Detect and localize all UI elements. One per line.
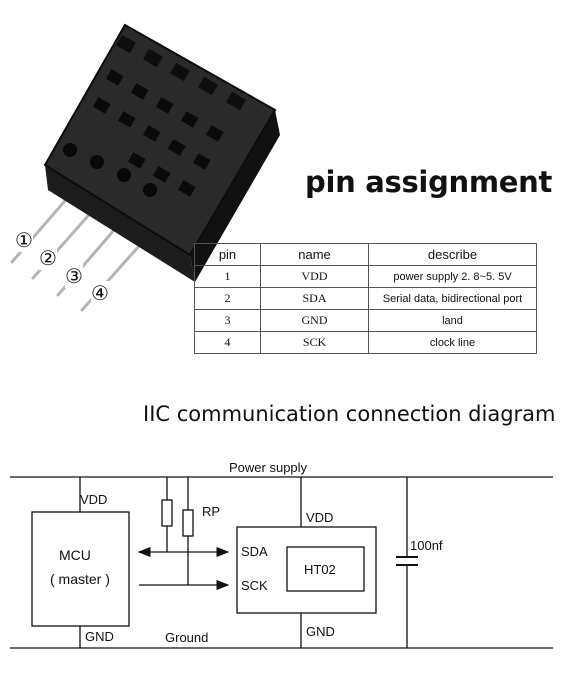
ht02-label: HT02 xyxy=(304,562,336,577)
sensor-vdd-label: VDD xyxy=(306,510,333,525)
iic-circuit-diagram: Power supply VDD MCU ( master ) GND Grou… xyxy=(10,460,553,649)
sensor-block xyxy=(236,526,377,614)
ground-label: Ground xyxy=(165,630,208,645)
pin-number: 2 xyxy=(194,287,261,310)
pullup-resistor-sck xyxy=(182,509,194,537)
table-header-row: pin name describe xyxy=(194,243,537,266)
sensor-sck-label: SCK xyxy=(241,578,268,593)
mcu-name-label: MCU xyxy=(59,547,91,563)
capacitor-label: 100nf xyxy=(410,538,443,553)
sensor-body xyxy=(43,23,277,257)
pin-number: 4 xyxy=(194,331,261,354)
pullup-resistor-sda xyxy=(161,499,173,527)
pin-marker-1: ① xyxy=(15,228,33,252)
power-supply-label: Power supply xyxy=(229,460,308,475)
pin-description: land xyxy=(368,309,537,332)
sensor-sda-label: SDA xyxy=(241,544,268,559)
mcu-vdd-label: VDD xyxy=(80,492,107,507)
header-name: name xyxy=(260,243,369,266)
pin-assignment-title: pin assignment xyxy=(305,165,553,199)
pin-marker-4: ④ xyxy=(91,281,109,305)
pin-name: VDD xyxy=(260,265,369,288)
pin-marker-3: ③ xyxy=(65,264,83,288)
ht02-chip xyxy=(286,546,365,592)
pin-number: 3 xyxy=(194,309,261,332)
table-row: 4 SCK clock line xyxy=(194,331,537,354)
pin-description: clock line xyxy=(368,331,537,354)
mcu-role-label: ( master ) xyxy=(50,571,110,587)
iic-diagram-title: IIC communication connection diagram xyxy=(143,402,556,426)
header-describe: describe xyxy=(368,243,537,266)
pin-number: 1 xyxy=(194,265,261,288)
pin-name: GND xyxy=(260,309,369,332)
pin-name: SDA xyxy=(260,287,369,310)
header-pin: pin xyxy=(194,243,261,266)
sensor-grid-holes xyxy=(92,69,224,197)
pin-description: Serial data, bidirectional port xyxy=(368,287,537,310)
table-row: 2 SDA Serial data, bidirectional port xyxy=(194,287,537,310)
table-row: 1 VDD power supply 2. 8~5. 5V xyxy=(194,265,537,288)
pin-table: pin name describe 1 VDD power supply 2. … xyxy=(194,243,537,354)
table-row: 3 GND land xyxy=(194,309,537,332)
pin-description: power supply 2. 8~5. 5V xyxy=(368,265,537,288)
sensor-illustration xyxy=(10,23,280,312)
pin-name: SCK xyxy=(260,331,369,354)
mcu-block xyxy=(31,511,130,627)
pin-marker-2: ② xyxy=(39,246,57,270)
sensor-gnd-label: GND xyxy=(306,624,335,639)
mcu-gnd-label: GND xyxy=(85,629,114,644)
rp-label: RP xyxy=(202,504,220,519)
